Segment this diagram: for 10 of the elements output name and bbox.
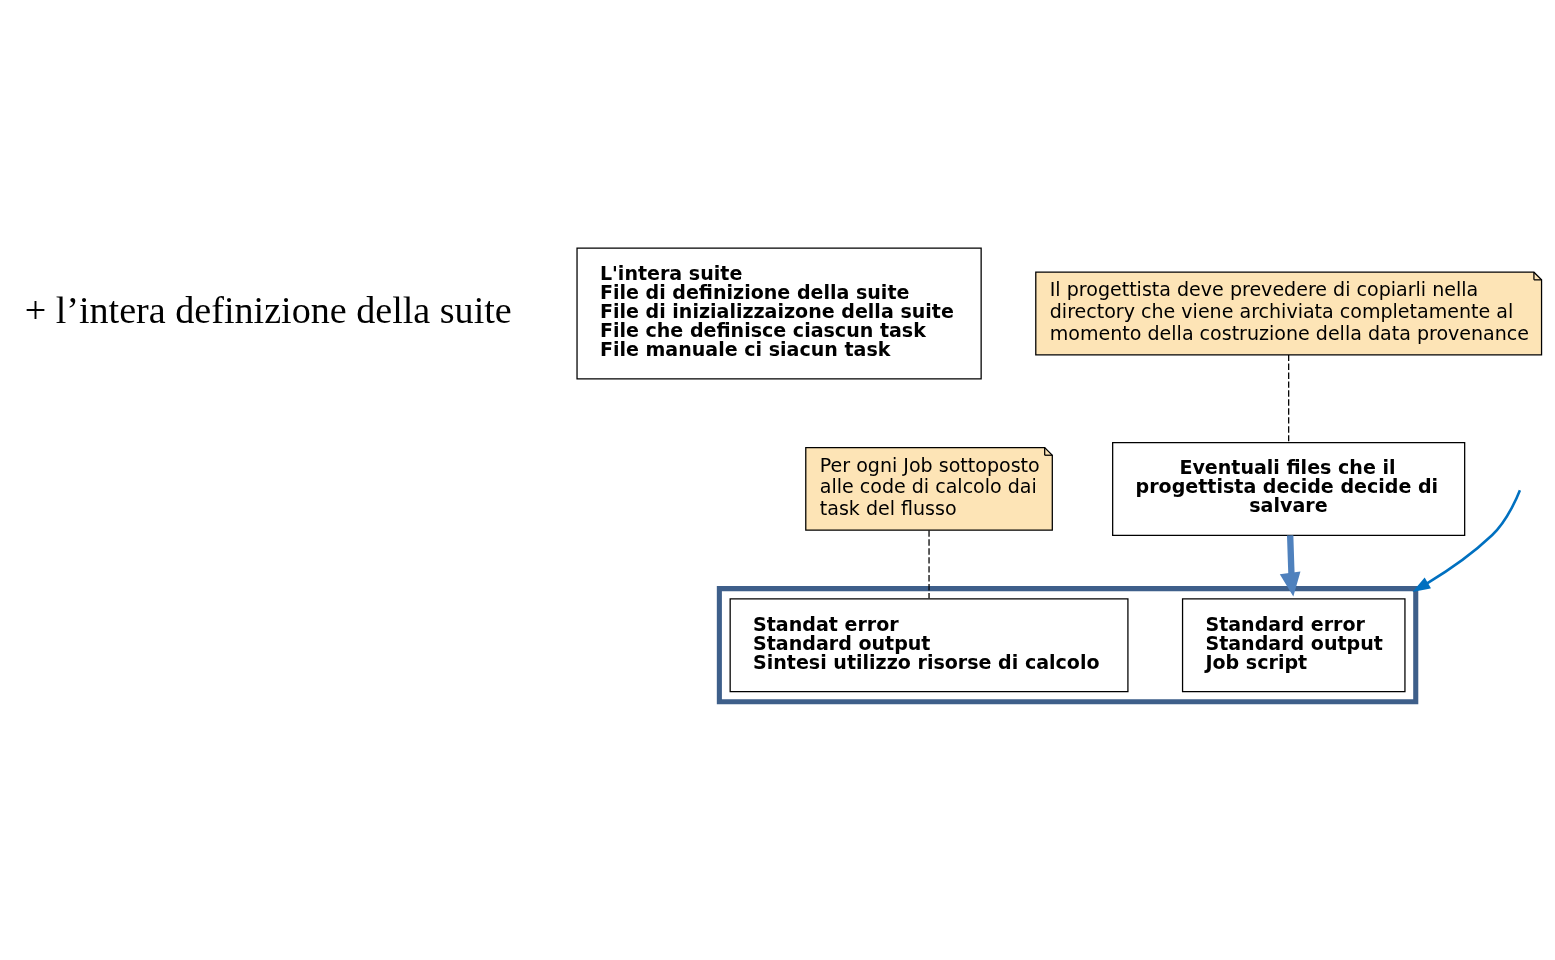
arrow xyxy=(1279,535,1301,597)
cluster xyxy=(716,586,1419,705)
connector xyxy=(928,529,930,599)
node-box: Standard error Standard output Job script xyxy=(1181,598,1406,693)
label: + l’intera definizione della suite xyxy=(24,289,512,332)
connector xyxy=(1288,354,1290,443)
node-box: L'intera suite File di definizione della suite File di inizializzaizone della suite File che definisce ciascun task File manuale ci siacun task xyxy=(576,247,982,380)
node-box: Standat error Standard output Sintesi utilizzo risorse di calcolo xyxy=(729,598,1129,693)
node-box: Eventuali files che il progettista decide decide di salvare xyxy=(1112,441,1466,536)
arrow xyxy=(1412,489,1522,592)
